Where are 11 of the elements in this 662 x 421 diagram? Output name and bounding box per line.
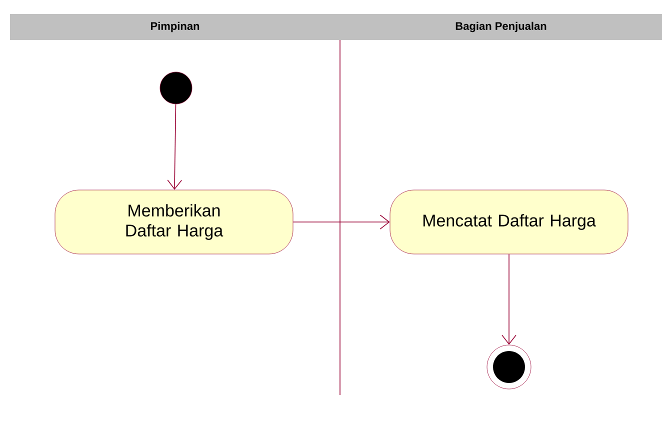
initial-node [160,72,192,104]
node-label: Bagian Penjualan [456,22,546,32]
arrow [292,214,390,230]
node-label: Pimpinan [150,22,200,32]
swimlane-header: Pimpinan [10,14,340,40]
activity-box: Memberikan Daftar Harga [54,190,294,254]
arrow [502,254,516,345]
activity-box: Mencatat Daftar Harga [390,190,628,254]
arrow [167,104,182,190]
swimlane-header: Bagian Penjualan [340,14,662,40]
final-node [486,344,532,390]
